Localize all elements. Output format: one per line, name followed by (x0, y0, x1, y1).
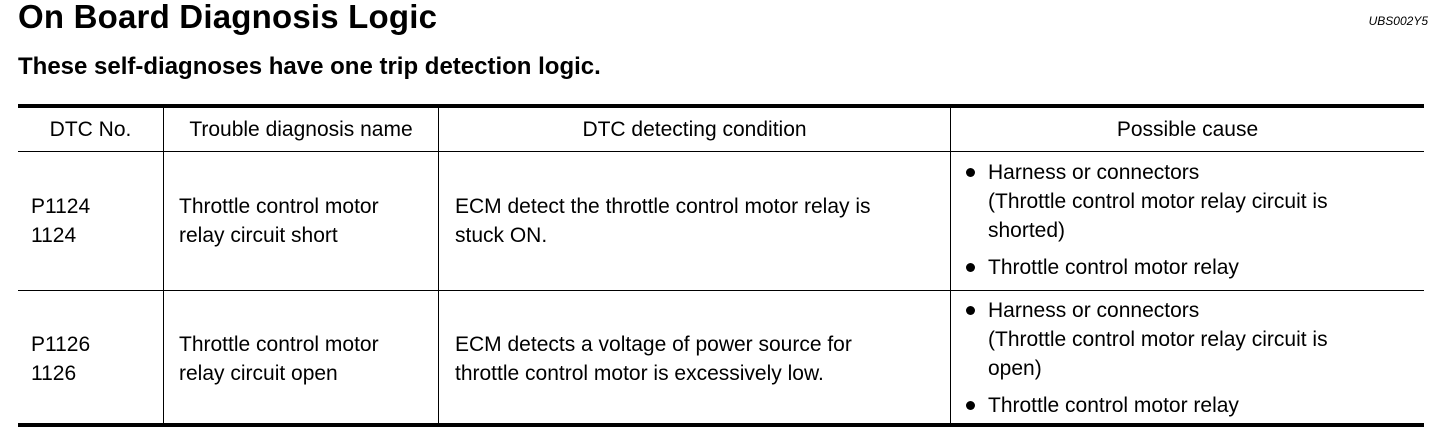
table-cell-possible-cause: Harness or connectors (Throttle control … (966, 158, 1328, 282)
column-divider (438, 108, 439, 423)
cause-line: Throttle control motor relay (988, 394, 1239, 417)
column-header-possible-cause: Possible cause (1116, 117, 1259, 141)
trouble-name-line: Throttle control motor (179, 195, 379, 218)
dtc-code: P1126 (31, 333, 91, 356)
bullet-icon (966, 306, 975, 315)
cause-line: Throttle control motor relay (988, 256, 1239, 279)
column-header-trouble-name: Trouble diagnosis name (189, 117, 413, 141)
condition-line: throttle control motor is excessively lo… (455, 362, 824, 385)
condition-line: ECM detects a voltage of power source fo… (455, 333, 852, 356)
table-cell-dtc: P1124 1124 (31, 152, 90, 290)
document-code: UBS002Y5 (1368, 14, 1428, 28)
trouble-name-line: relay circuit open (179, 362, 338, 385)
dtc-code-alt: 1124 (31, 224, 77, 247)
cause-line: Harness or connectors (988, 299, 1200, 322)
bullet-icon (966, 401, 975, 410)
cause-item: Throttle control motor relay (966, 391, 1328, 420)
header-divider (18, 151, 1424, 152)
dtc-code-alt: 1126 (31, 362, 77, 385)
cause-item: Throttle control motor relay (966, 253, 1328, 282)
condition-line: stuck ON. (455, 224, 548, 247)
bullet-icon (966, 263, 975, 272)
page-subtitle: These self-diagnoses have one trip detec… (18, 53, 601, 80)
column-divider (163, 108, 164, 423)
table-cell-trouble-name: Throttle control motor relay circuit sho… (179, 152, 379, 290)
table-cell-condition: ECM detect the throttle control motor re… (455, 152, 871, 290)
cause-line: open) (988, 357, 1042, 380)
cause-item: Harness or connectors (Throttle control … (966, 158, 1328, 245)
table-cell-possible-cause: Harness or connectors (Throttle control … (966, 296, 1328, 420)
trouble-name-line: Throttle control motor (179, 333, 379, 356)
row-divider (18, 290, 1424, 291)
cause-line: shorted) (988, 219, 1066, 242)
cause-line: (Throttle control motor relay circuit is (988, 328, 1328, 351)
cause-item: Harness or connectors (Throttle control … (966, 296, 1328, 383)
table-cell-condition: ECM detects a voltage of power source fo… (455, 291, 852, 427)
column-divider (950, 108, 951, 423)
column-header-condition: DTC detecting condition (582, 117, 807, 141)
dtc-code: P1124 (31, 195, 91, 218)
cause-line: Harness or connectors (988, 161, 1200, 184)
condition-line: ECM detect the throttle control motor re… (455, 195, 871, 218)
table-cell-trouble-name: Throttle control motor relay circuit ope… (179, 291, 379, 427)
bullet-icon (966, 168, 975, 177)
page-title: On Board Diagnosis Logic (18, 0, 438, 35)
trouble-name-line: relay circuit short (179, 224, 338, 247)
dtc-table: DTC No. Trouble diagnosis name DTC detec… (18, 104, 1424, 427)
column-header-dtc-no: DTC No. (49, 117, 132, 141)
cause-line: (Throttle control motor relay circuit is (988, 190, 1328, 213)
table-cell-dtc: P1126 1126 (31, 291, 90, 427)
